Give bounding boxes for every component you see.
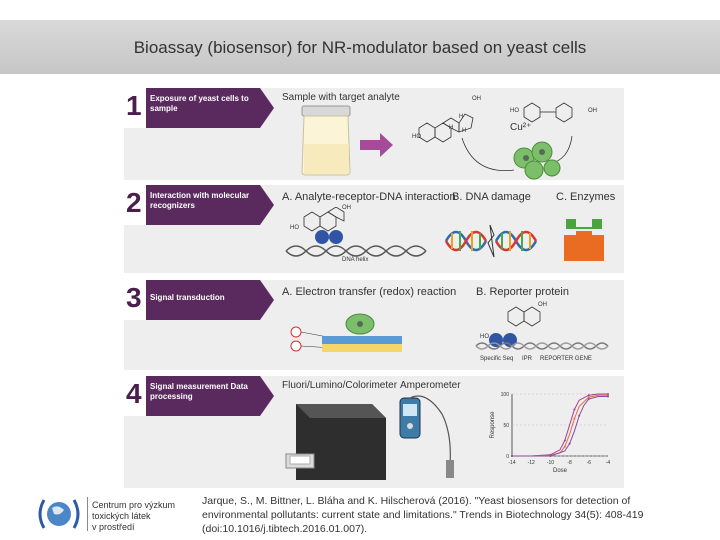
fluori-lumino-colorimeter-label: Fluori/Lumino/Colorimeter xyxy=(282,380,398,391)
data-point xyxy=(563,439,566,442)
y-axis-label: Response xyxy=(490,411,496,439)
logo-line-1: Centrum pro výzkum xyxy=(92,500,176,510)
hydrogen-label: H xyxy=(459,114,464,120)
step-bar-shape xyxy=(124,88,274,128)
step-3-bar: 3 Signal transduction xyxy=(124,280,274,320)
hydroxyl-label: OH xyxy=(472,96,481,102)
yeast-cells-icon xyxy=(461,135,573,180)
x-tick-label: -4 xyxy=(606,460,611,466)
logo-line-2: toxických látek xyxy=(92,511,151,521)
amperometer-device-icon xyxy=(399,395,454,478)
step-number: 4 xyxy=(126,378,142,409)
electrode-icon xyxy=(290,313,402,352)
step-label: Signal measurement Data processing xyxy=(150,382,248,401)
data-point xyxy=(549,455,552,457)
hydroxyl-label: OH xyxy=(538,302,547,308)
x-axis-label: Dose xyxy=(553,468,568,474)
title-bar: Bioassay (biosensor) for NR-modulator ba… xyxy=(0,20,720,74)
sample-jar-icon xyxy=(301,105,351,176)
hydroxyl-label: HO xyxy=(510,108,519,114)
hydroxyl-label: HO xyxy=(480,334,489,340)
y-tick-label: 100 xyxy=(501,392,510,398)
ccrt-logo-icon xyxy=(38,499,80,529)
electron-transfer-heading: A. Electron transfer (redox) reaction xyxy=(282,286,457,298)
data-point xyxy=(563,445,566,448)
data-point xyxy=(511,455,513,457)
step-1-bar: 1 Exposure of yeast cells to sample xyxy=(124,88,274,128)
bisphenol-molecule-icon xyxy=(523,102,573,123)
series-line xyxy=(512,394,608,457)
logo-text: Centrum pro výzkum toxických látek v pro… xyxy=(92,500,192,533)
enzymes-heading: C. Enzymes xyxy=(556,191,616,203)
data-point xyxy=(587,397,590,400)
data-point xyxy=(587,394,590,397)
step-number: 3 xyxy=(126,282,142,313)
step-bar-shape xyxy=(124,280,274,320)
step-1-row: 1 Exposure of yeast cells to sample Samp… xyxy=(124,88,624,180)
dna-damage-icon xyxy=(444,224,538,258)
slide-title: Bioassay (biosensor) for NR-modulator ba… xyxy=(133,38,587,57)
x-tick-label: -14 xyxy=(508,460,515,466)
analyte-receptor-heading: A. Analyte-receptor-DNA interaction xyxy=(282,191,456,203)
hydrogen-label: H xyxy=(449,125,454,131)
data-point xyxy=(573,408,576,411)
step-4-bar: 4 Signal measurement Data processing xyxy=(124,376,274,416)
dna-helix-label: DNA helix xyxy=(342,257,369,263)
step-2-bar: 2 Interaction with molecular recognizers xyxy=(124,185,274,225)
step-3-row: 3 Signal transduction A. Electron transf… xyxy=(124,280,624,370)
plate-reader-icon xyxy=(285,404,386,480)
step-bar-shape xyxy=(124,376,274,416)
step-2-row: 2 Interaction with molecular recognizers… xyxy=(124,185,624,273)
x-tick-label: -10 xyxy=(547,460,554,466)
step-number: 2 xyxy=(126,187,142,218)
step-label: Interaction with molecular recognizers xyxy=(150,191,250,210)
receptor-dna-icon xyxy=(285,207,427,257)
step-number: 1 xyxy=(126,90,142,121)
x-tick-label: -8 xyxy=(567,460,572,466)
step-label: Signal transduction xyxy=(150,293,225,302)
hydroxyl-label: HO xyxy=(412,134,421,140)
data-point xyxy=(568,442,571,445)
steroid-molecule-icon xyxy=(418,113,474,143)
data-point xyxy=(607,395,609,398)
arrow-icon xyxy=(360,133,393,157)
bioassay-figure: 1 Exposure of yeast cells to sample Samp… xyxy=(124,88,624,488)
hydroxyl-label: HO xyxy=(290,225,299,231)
sequence-label: Specific Seq xyxy=(480,356,514,362)
reporter-protein-heading: B. Reporter protein xyxy=(476,286,569,298)
reporter-gene-icon xyxy=(475,306,609,350)
step-bar-shape xyxy=(124,185,274,225)
amperometer-label: Amperometer xyxy=(400,380,461,391)
data-point xyxy=(578,414,581,417)
logo-divider xyxy=(87,497,88,531)
sequence-label: REPORTER GENE xyxy=(540,356,592,362)
data-point xyxy=(587,396,590,399)
step-label: Exposure of yeast cells to sample xyxy=(150,94,249,113)
hydroxyl-label: OH xyxy=(588,108,597,114)
data-point xyxy=(573,417,576,420)
logo-line-3: v prostředí xyxy=(92,522,135,532)
sequence-label: IPR xyxy=(522,356,533,362)
step-4-row: 4 Signal measurement Data processing Flu… xyxy=(124,376,624,488)
x-tick-label: -12 xyxy=(528,460,535,466)
citation: Jarque, S., M. Bittner, L. Bláha and K. … xyxy=(202,495,644,535)
hydrogen-label: H xyxy=(462,128,467,134)
x-tick-label: -6 xyxy=(587,460,592,466)
enzyme-icon xyxy=(564,219,604,261)
dna-damage-heading: B. DNA damage xyxy=(452,191,531,203)
y-tick-label: 0 xyxy=(506,454,509,460)
sample-header: Sample with target analyte xyxy=(282,92,400,103)
hydroxyl-label: OH xyxy=(342,205,351,211)
y-tick-label: 50 xyxy=(503,423,509,429)
series-line xyxy=(512,396,608,457)
copper-ion-label: Cu²⁺ xyxy=(510,122,532,133)
